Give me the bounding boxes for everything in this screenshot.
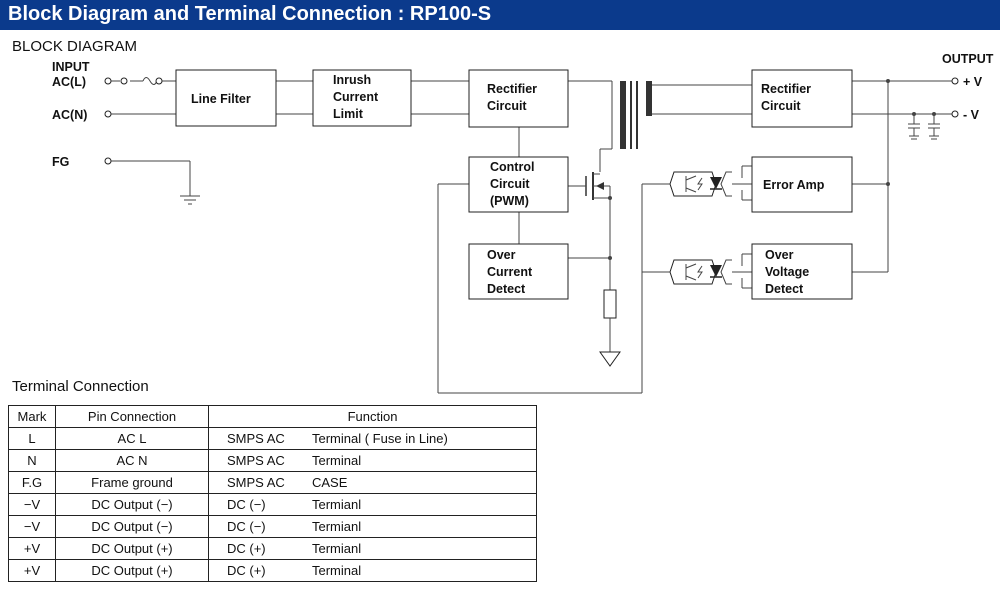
- header-mark: Mark: [8, 405, 56, 428]
- header-pin: Pin Connection: [55, 405, 209, 428]
- function-type: SMPS AC: [227, 453, 285, 468]
- table-row: L AC L SMPS AC Terminal ( Fuse in Line): [8, 427, 537, 450]
- rectifier-secondary-block: Rectifier Circuit: [751, 69, 853, 128]
- minus-v-terminal: [951, 110, 959, 118]
- acn-terminal: [104, 110, 112, 118]
- line-filter-label: Line Filter: [191, 92, 251, 106]
- function-type: SMPS AC: [227, 475, 285, 490]
- cell-pin: Frame ground: [55, 471, 209, 494]
- inrush-label-3: Limit: [333, 107, 364, 121]
- table-row: −V DC Output (−) DC (−) Termianl: [8, 515, 537, 538]
- function-desc: CASE: [312, 475, 348, 490]
- plus-v-label: + V: [963, 75, 983, 89]
- cell-mark: F.G: [8, 471, 56, 494]
- error-amp-label: Error Amp: [763, 178, 825, 192]
- over-current-block: Over Current Detect: [468, 243, 569, 300]
- fuse-terminal: [155, 77, 163, 85]
- cell-pin: DC Output (−): [55, 515, 209, 538]
- line-filter-block: Line Filter: [175, 69, 277, 127]
- cell-mark: +V: [8, 537, 56, 560]
- acl-terminal: [104, 77, 112, 85]
- header-function: Function: [208, 405, 537, 428]
- ov-label-1: Over: [765, 248, 794, 262]
- function-type: DC (−): [227, 497, 266, 512]
- ov-label-2: Voltage: [765, 265, 809, 279]
- minus-v-label: - V: [963, 108, 980, 122]
- block-diagram-title: BLOCK DIAGRAM: [12, 38, 138, 55]
- table-row: F.G Frame ground SMPS AC CASE: [8, 471, 537, 494]
- inrush-label-2: Current: [333, 90, 379, 104]
- error-amp-block: Error Amp: [751, 156, 853, 213]
- oc-label-2: Current: [487, 265, 533, 279]
- cell-function: DC (−) Termianl: [208, 515, 537, 538]
- rect2-label-1: Rectifier: [761, 82, 811, 96]
- cell-mark: L: [8, 427, 56, 450]
- function-desc: Termianl: [312, 497, 362, 512]
- function-type: DC (+): [227, 563, 266, 578]
- ov-label-3: Detect: [765, 282, 804, 296]
- oc-label-3: Detect: [487, 282, 526, 296]
- inrush-label-1: Inrush: [333, 73, 371, 87]
- page-title: Block Diagram and Terminal Connection : …: [8, 3, 492, 25]
- terminal-table: Mark Pin Connection Function L AC L SMPS…: [8, 405, 537, 582]
- function-type: SMPS AC: [227, 431, 285, 446]
- cell-function: SMPS AC Terminal: [208, 449, 537, 472]
- table-header-row: Mark Pin Connection Function: [8, 405, 537, 428]
- fg-label: FG: [52, 155, 69, 169]
- output-label: OUTPUT: [942, 52, 994, 66]
- function-type: DC (+): [227, 541, 266, 556]
- cell-function: SMPS AC Terminal ( Fuse in Line): [208, 427, 537, 450]
- cell-function: SMPS AC CASE: [208, 471, 537, 494]
- over-voltage-block: Over Voltage Detect: [751, 243, 853, 300]
- inrush-block: Inrush Current Limit: [312, 69, 412, 127]
- block-diagram: INPUT AC(L) AC(N) FG OUTPUT + V - V Line…: [52, 52, 994, 394]
- function-desc: Termianl: [312, 541, 362, 556]
- cell-mark: N: [8, 449, 56, 472]
- cell-pin: DC Output (+): [55, 537, 209, 560]
- function-desc: Termianl: [312, 519, 362, 534]
- control-label-1: Control: [490, 160, 534, 174]
- table-row: N AC N SMPS AC Terminal: [8, 449, 537, 472]
- rect1-label-2: Circuit: [487, 99, 527, 113]
- header-bar: Block Diagram and Terminal Connection : …: [0, 0, 1000, 30]
- oc-label-1: Over: [487, 248, 516, 262]
- rect2-label-2: Circuit: [761, 99, 801, 113]
- cell-mark: +V: [8, 559, 56, 582]
- rect1-label-1: Rectifier: [487, 82, 537, 96]
- cell-pin: DC Output (+): [55, 559, 209, 582]
- table-row: +V DC Output (+) DC (+) Termianl: [8, 537, 537, 560]
- control-block: Control Circuit (PWM): [468, 156, 569, 213]
- cell-function: DC (−) Termianl: [208, 493, 537, 516]
- acn-label: AC(N): [52, 108, 87, 122]
- fg-terminal: [104, 157, 112, 165]
- control-label-2: Circuit: [490, 177, 530, 191]
- plus-v-terminal: [951, 77, 959, 85]
- cell-pin: AC L: [55, 427, 209, 450]
- terminal-connection-title: Terminal Connection: [12, 378, 149, 395]
- cell-mark: −V: [8, 515, 56, 538]
- table-row: +V DC Output (+) DC (+) Terminal: [8, 559, 537, 582]
- function-type: DC (−): [227, 519, 266, 534]
- cell-function: DC (+) Terminal: [208, 559, 537, 582]
- cell-pin: DC Output (−): [55, 493, 209, 516]
- control-label-3: (PWM): [490, 194, 529, 208]
- input-label: INPUT: [52, 60, 90, 74]
- table-row: −V DC Output (−) DC (−) Termianl: [8, 493, 537, 516]
- function-desc: Terminal ( Fuse in Line): [312, 431, 448, 446]
- function-desc: Terminal: [312, 453, 362, 468]
- switch-terminal: [120, 77, 128, 85]
- acl-label: AC(L): [52, 75, 86, 89]
- cell-function: DC (+) Termianl: [208, 537, 537, 560]
- cell-pin: AC N: [55, 449, 209, 472]
- function-desc: Terminal: [312, 563, 362, 578]
- wires: [111, 77, 952, 394]
- cell-mark: −V: [8, 493, 56, 516]
- rectifier-primary-block: Rectifier Circuit: [468, 69, 569, 128]
